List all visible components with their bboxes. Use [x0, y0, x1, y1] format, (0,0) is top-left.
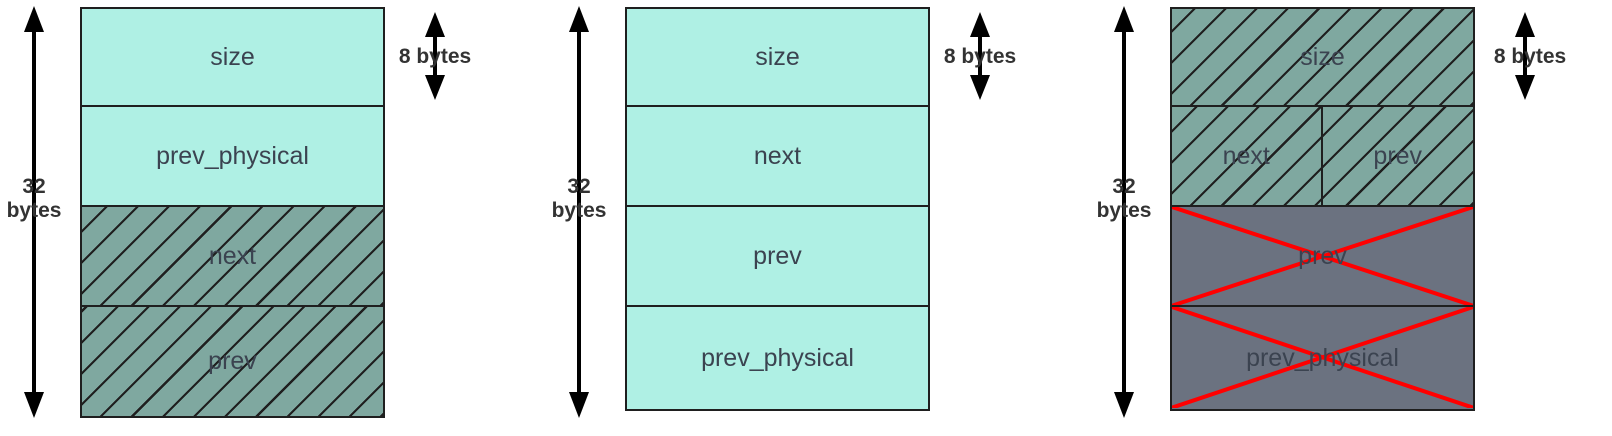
- memory-row-label: prev_physical: [1246, 343, 1399, 372]
- height-dimension-arrow-3: [1108, 6, 1140, 418]
- row-dimension-label-3: 8 bytes: [1493, 45, 1567, 68]
- height-dimension-label-1: 32 bytes: [0, 175, 71, 222]
- height-dimension-label-3: 32 bytes: [1087, 175, 1161, 222]
- memory-subcell-prev[interactable]: prev: [1323, 107, 1474, 205]
- memory-row-label: size: [755, 42, 800, 71]
- memory-row-prev-physical-removed[interactable]: prev_physical: [1172, 307, 1473, 409]
- memory-row-label: next: [1222, 141, 1270, 170]
- panel-original: 32 bytes size prev_physical next prev 8 …: [0, 0, 520, 436]
- memory-row-label: size: [1300, 42, 1345, 71]
- memory-row-label: size: [210, 42, 255, 71]
- memory-row-prev[interactable]: prev: [627, 207, 928, 307]
- panel-compacted: 32 bytes size next prev prev: [1090, 0, 1612, 436]
- memory-block-3: size next prev prev prev_physical: [1170, 7, 1475, 411]
- memory-row-label: prev: [1298, 241, 1347, 270]
- memory-row-size[interactable]: size: [627, 9, 928, 107]
- row-dimension-label-1: 8 bytes: [398, 45, 472, 68]
- row-dimension-arrow-3: [1510, 12, 1540, 100]
- memory-row-next[interactable]: next: [82, 207, 383, 307]
- panel-reordered: 32 bytes size next prev prev_physical 8 …: [545, 0, 1065, 436]
- memory-row-label: prev: [753, 241, 802, 270]
- height-dimension-unit-3: bytes: [1096, 198, 1152, 222]
- row-dimension-label-2: 8 bytes: [943, 45, 1017, 68]
- memory-row-label: prev_physical: [701, 343, 854, 372]
- row-dimension-arrow-1: [420, 12, 450, 100]
- height-dimension-value-1: 32: [22, 175, 46, 198]
- height-dimension-arrow-2: [563, 6, 595, 418]
- memory-subcell-next[interactable]: next: [1172, 107, 1323, 205]
- memory-block-2: size next prev prev_physical: [625, 7, 930, 411]
- memory-row-label: next: [753, 141, 802, 170]
- height-dimension-unit-1: bytes: [6, 198, 62, 222]
- memory-row-label: prev: [208, 347, 257, 375]
- memory-row-label: next: [208, 241, 257, 270]
- memory-row-prev-removed[interactable]: prev: [1172, 207, 1473, 307]
- memory-row-prev-physical[interactable]: prev_physical: [627, 307, 928, 409]
- row-dimension-arrow-2: [965, 12, 995, 100]
- height-dimension-value-3: 32: [1112, 175, 1136, 198]
- height-dimension-arrow-1: [18, 6, 50, 418]
- memory-block-1: size prev_physical next prev: [80, 7, 385, 418]
- memory-row-size[interactable]: size: [1172, 9, 1473, 107]
- memory-row-next[interactable]: next: [627, 107, 928, 207]
- memory-row-prev[interactable]: prev: [82, 307, 383, 416]
- memory-row-prev-physical[interactable]: prev_physical: [82, 107, 383, 207]
- memory-row-next-prev[interactable]: next prev: [1172, 107, 1473, 207]
- height-dimension-unit-2: bytes: [551, 198, 607, 222]
- memory-row-size[interactable]: size: [82, 9, 383, 107]
- memory-row-label: prev_physical: [156, 141, 309, 170]
- height-dimension-label-2: 32 bytes: [542, 175, 616, 222]
- height-dimension-value-2: 32: [567, 175, 591, 198]
- memory-row-label: prev: [1373, 141, 1423, 170]
